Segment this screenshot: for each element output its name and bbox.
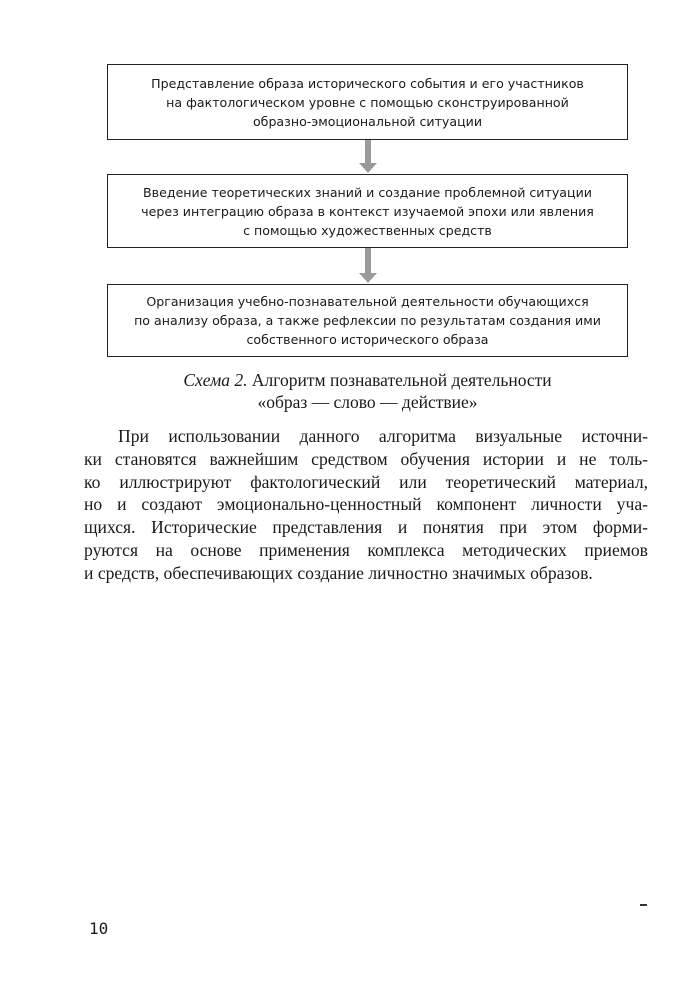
page-number: 10: [89, 919, 109, 938]
flow-step-2-line-1: Введение теоретических знаний и создание…: [143, 184, 592, 200]
caption-line-1: Схема 2. Алгоритм познавательной деятель…: [100, 369, 635, 391]
paragraph-line: руются на основе применения комплекса ме…: [84, 539, 648, 560]
flow-step-3-line-2: по анализу образа, а также рефлексии по …: [134, 313, 601, 328]
flow-step-1: Представление образа исторического событ…: [107, 64, 628, 140]
caption-label: Схема 2.: [183, 370, 248, 390]
down-arrow-icon: [359, 248, 377, 284]
paragraph-line: но и создают эмоционально-ценностный ком…: [84, 494, 648, 515]
paragraph-line: и средств, обеспечивающих создание лично…: [84, 562, 593, 583]
caption-line-2: «образ — слово — действие»: [257, 392, 478, 412]
flow-step-3: Организация учебно-познавательной деятел…: [107, 284, 628, 357]
paragraph-line: При использовании данного алгоритма визу…: [118, 426, 648, 446]
flow-step-2-line-3: с помощью художественных средств: [243, 222, 492, 238]
figure-caption: Схема 2. Алгоритм познавательной деятель…: [100, 369, 635, 413]
corner-mark: [640, 904, 647, 906]
flow-step-1-line-3: образно-эмоциональной ситуации: [252, 113, 483, 129]
flow-step-2-line-2: через интеграцию образа в контекст изуча…: [141, 203, 594, 219]
flow-step-3-line-1: Организация учебно-познавательной деятел…: [146, 294, 589, 309]
flow-step-2: Введение теоретических знаний и создание…: [107, 174, 628, 248]
flow-step-3-line-3: собственного исторического образа: [246, 332, 489, 347]
flow-step-1-line-2: на фактологическом уровне с помощью скон…: [166, 94, 569, 110]
caption-title-part-1: Алгоритм познавательной деятельности: [247, 370, 552, 390]
body-paragraph: При использовании данного алгоритма визу…: [84, 425, 648, 585]
paragraph-line: щихся. Исторические представления и поня…: [84, 517, 648, 538]
paragraph-line: ко иллюстрируют фактологический или теор…: [84, 471, 648, 492]
flow-step-1-line-1: Представление образа исторического событ…: [151, 75, 584, 91]
paragraph-line: ки становятся важнейшим средством обучен…: [84, 448, 648, 469]
down-arrow-icon: [359, 140, 377, 174]
